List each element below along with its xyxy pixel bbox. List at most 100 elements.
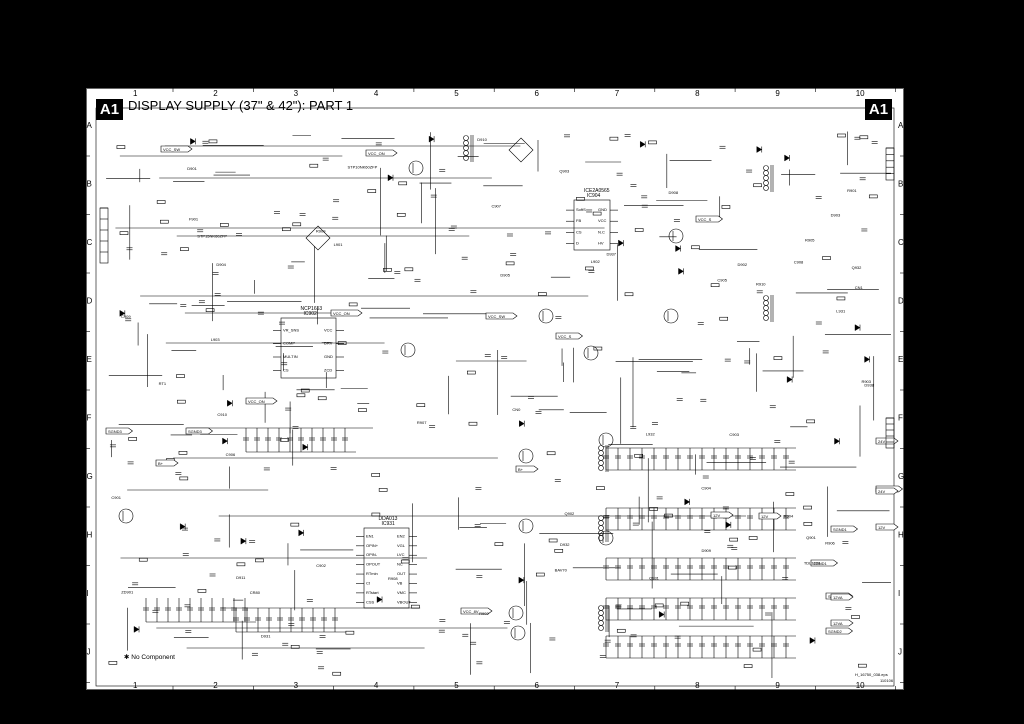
diode [854,324,861,331]
row-marker: C [87,238,93,247]
coil-turn [598,535,604,541]
diode [834,437,840,445]
transistor [598,530,614,546]
ic-part: NCP1653 [301,306,323,312]
net-flag [830,593,854,601]
diode [222,437,228,445]
resistor [398,181,408,186]
diode [809,637,816,644]
net-flag [155,459,179,467]
net-flag-label: 12VA [833,595,843,600]
component-ref: L903 [211,337,221,342]
ic-ref: IC902 [304,311,318,317]
net-flag [185,427,213,435]
net-flag [875,437,899,445]
net-flag-label: VCC_ON [368,151,385,156]
transistor [598,432,614,448]
coil-turn [598,520,604,526]
transistor [508,605,524,621]
row-marker: H [87,531,93,540]
component-ref: D910 [477,137,487,142]
component-ref: Q931 [649,576,660,581]
sheet-id-badge-left: A1 [96,99,123,120]
sheet-id-badge-right: A1 [865,99,892,120]
ic-pin: NC [397,562,403,567]
net-flag-label: 12VA [833,621,843,626]
net-flag-label: SGND3 [108,429,123,434]
row-marker: J [898,648,902,657]
resistor [538,292,547,296]
connector [885,147,895,181]
net-flag [810,559,838,567]
diode [190,138,196,145]
resistor [176,374,185,378]
row-marker: I [898,589,900,598]
column-marker: 9 [775,89,780,98]
component-ref: C903 [729,432,739,437]
net-flag [555,332,583,340]
resistor [721,205,731,209]
resistor [416,403,426,407]
resistor [367,189,377,193]
component-ref: L931 [836,308,846,313]
column-marker: 10 [856,681,865,690]
resistor [576,197,585,201]
transistor [518,518,534,534]
resistor [753,183,762,188]
net-flag [460,607,493,615]
resistor [748,536,758,540]
ic-pin: CSS [366,599,375,604]
ic-pin: OPIN- [366,552,378,557]
diode [387,174,394,182]
column-marker: 1 [133,681,138,690]
diode [298,529,305,537]
resistor [282,227,291,232]
component-ref: CR80 [250,590,261,595]
net-flag [875,523,899,531]
component-ref: D932 [560,542,570,547]
ic-pin: OPIN+ [366,543,379,548]
ic-pin: MULTIN [283,354,298,359]
diode [240,537,247,545]
resistor [396,213,406,217]
coil-turn [598,625,604,631]
resistor [116,145,126,149]
resistor [411,604,420,609]
coil-turn [598,460,604,466]
coil-turn [763,295,769,301]
net-flag [758,512,782,520]
resistor [803,505,812,510]
coil-turn [463,135,469,141]
ic-ref: IC931 [382,521,396,527]
component-ref: L932 [646,432,656,437]
component-ref: C906 [226,452,236,457]
row-marker: B [87,180,92,189]
row-marker: A [898,121,904,130]
resistor [624,292,634,297]
resistor [728,565,737,570]
resistor [719,316,729,321]
resistor [585,266,594,271]
column-marker: 10 [856,89,865,98]
resistor [255,558,264,563]
drawing-frame [95,107,895,687]
component-ref: C909 [121,314,131,319]
resistor [648,140,657,145]
column-marker: 4 [374,89,379,98]
component-ref: C904 [701,486,711,491]
resistor [546,451,556,456]
component-ref: F901 [189,217,199,222]
net-flag-label: VCC_8V [463,609,479,614]
net-flag [330,309,363,317]
sheet-border [86,88,904,690]
component-ref: D909 [701,548,711,553]
net-flag [485,312,518,320]
net-flag [245,397,278,405]
net-flag [515,465,539,473]
column-marker: 6 [535,89,540,98]
component-ref: C908 [794,260,804,265]
ic-pin: ZCD [324,367,332,372]
ic-pin: VMC [397,590,406,595]
footnote-text: No Component [131,654,175,661]
diode [518,576,525,584]
